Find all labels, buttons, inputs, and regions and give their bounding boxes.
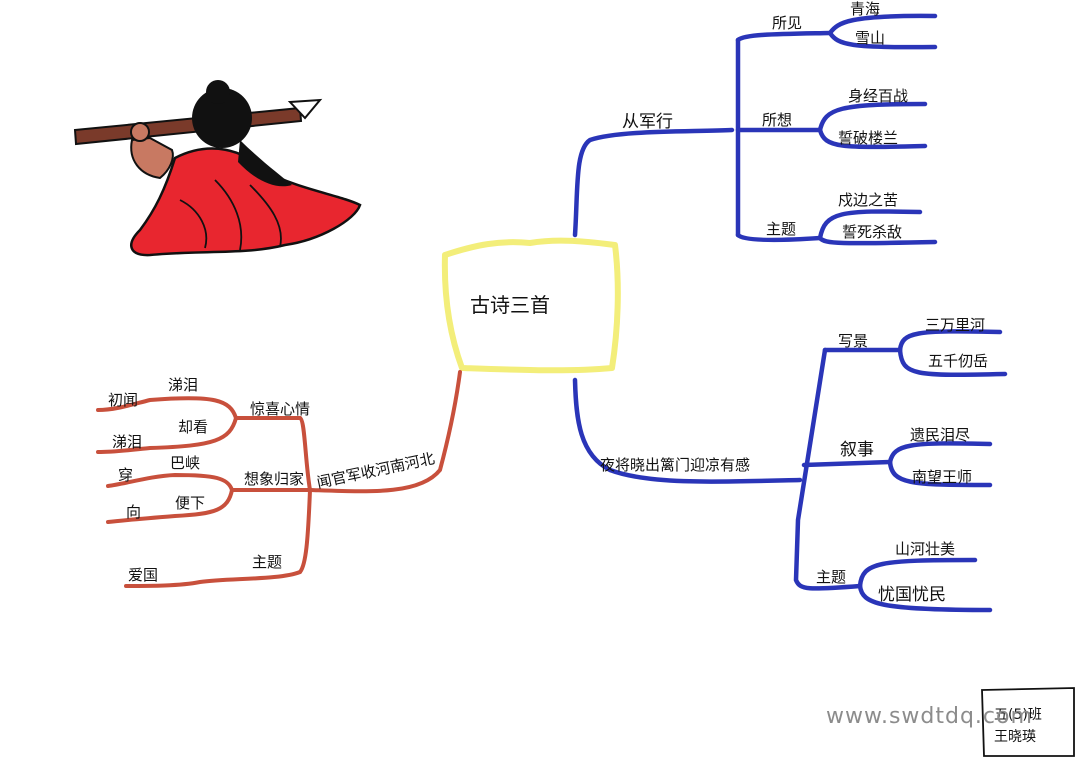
soldier-illustration: [73, 80, 362, 257]
pair-a-aiguo: 爱国: [128, 566, 158, 584]
signature-box: 五(5)班 王晓瑛: [980, 686, 1076, 758]
group-label-zhuti-1: 主题: [766, 220, 796, 238]
branch-qiuye: [572, 329, 1008, 613]
leaf-shipo: 誓破楼兰: [838, 129, 898, 147]
pair-b-quekan: 却看: [178, 418, 208, 436]
leaf-shenjing: 身经百战: [848, 87, 908, 105]
leaf-shanhe: 山河壮美: [895, 540, 955, 558]
leaf-youguo: 忧国忧民: [878, 585, 946, 605]
leaf-yimin: 遗民泪尽: [910, 426, 970, 444]
signature-name: 王晓瑛: [994, 729, 1036, 745]
pair-a-xiang: 向: [126, 503, 141, 521]
branch-congjunxing: [572, 13, 938, 246]
group-label-xiangxiang: 想象归家: [244, 470, 304, 488]
pair-b-baxia: 巴峡: [170, 454, 200, 472]
signature-class: 五(5)班: [994, 707, 1042, 723]
group-label-zhuti-2: 主题: [816, 568, 846, 586]
pair-b-bianxia: 便下: [175, 494, 205, 512]
leaf-xueshan: 雪山: [855, 29, 885, 47]
watermark: www.swdtdq.com: [826, 704, 1033, 729]
central-title: 古诗三首: [470, 293, 550, 317]
branch-wenguanjun: [96, 370, 462, 588]
group-label-suojian: 所见: [772, 14, 802, 32]
pair-a-tilei2: 涕泪: [112, 433, 142, 451]
central-node: 古诗三首: [441, 237, 621, 374]
leaf-qinghai: 青海: [850, 0, 880, 18]
leaf-shubian: 戍边之苦: [838, 191, 898, 209]
group-label-zhuti-3: 主题: [252, 553, 282, 571]
leaf-wuqian: 五千仞岳: [928, 352, 988, 370]
pair-b-tilei: 涕泪: [168, 376, 198, 394]
leaf-sanwan: 三万里河: [925, 316, 985, 334]
group-label-jingxi: 惊喜心情: [250, 400, 310, 418]
leaf-nanwang: 南望王师: [912, 468, 972, 486]
leaf-shisi: 誓死杀敌: [842, 223, 902, 241]
pair-a-chuan: 穿: [118, 466, 133, 484]
group-label-xiejing: 写景: [838, 332, 868, 350]
group-label-xushi: 叙事: [840, 440, 874, 460]
group-label-suoxiang: 所想: [762, 111, 792, 129]
poem-title-congjun: 从军行: [622, 112, 673, 132]
poem-title-qiuye: 夜将晓出篱门迎凉有感: [600, 456, 750, 474]
pair-a-chuwen: 初闻: [108, 391, 138, 409]
